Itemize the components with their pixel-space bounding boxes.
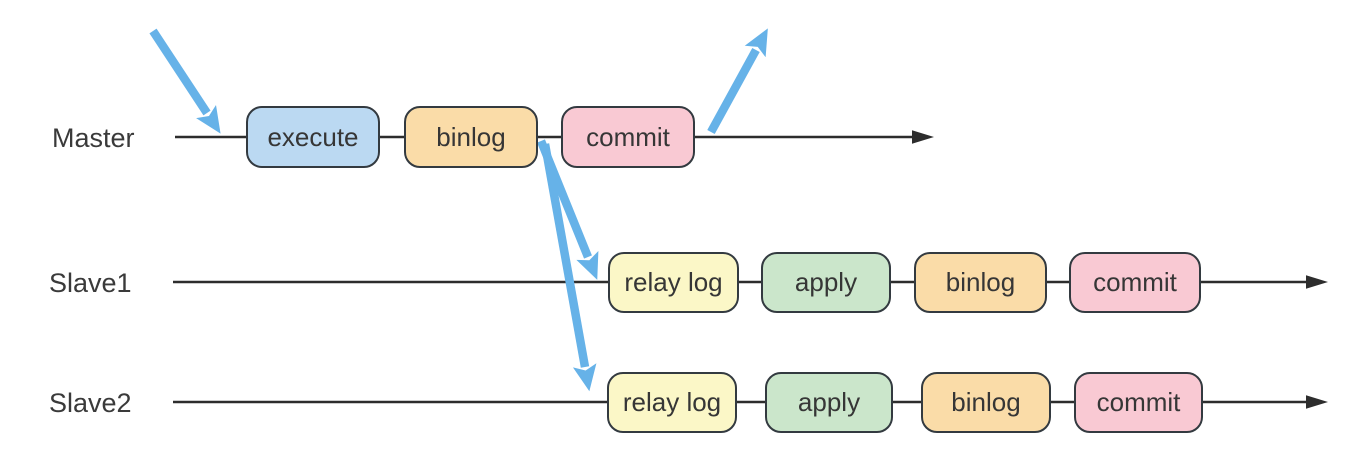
node-master-commit: commit — [561, 106, 695, 168]
row-label-slave1: Slave1 — [49, 268, 132, 298]
slave1-timeline-arrowhead — [1306, 275, 1328, 289]
node-slave2-commit: commit — [1074, 372, 1203, 433]
node-slave1-commit: commit — [1069, 252, 1201, 313]
node-slave2-relay-log: relay log — [607, 372, 737, 433]
slave2-timeline-arrowhead — [1306, 395, 1328, 409]
node-slave1-apply: apply — [761, 252, 891, 313]
row-label-master: Master — [52, 123, 135, 153]
row-label-slave2: Slave2 — [49, 388, 132, 418]
binlog-sync-arrow-slave2 — [540, 143, 597, 392]
outgoing-response-arrow — [707, 28, 768, 135]
node-slave2-apply: apply — [765, 372, 893, 433]
master-timeline-arrowhead — [912, 130, 934, 144]
node-slave2-binlog: binlog — [921, 372, 1051, 433]
node-master-execute: execute — [246, 106, 380, 168]
node-master-binlog: binlog — [404, 106, 538, 168]
node-slave1-binlog: binlog — [914, 252, 1047, 313]
node-slave1-relay-log: relay log — [608, 252, 739, 313]
incoming-request-arrow — [149, 28, 221, 134]
